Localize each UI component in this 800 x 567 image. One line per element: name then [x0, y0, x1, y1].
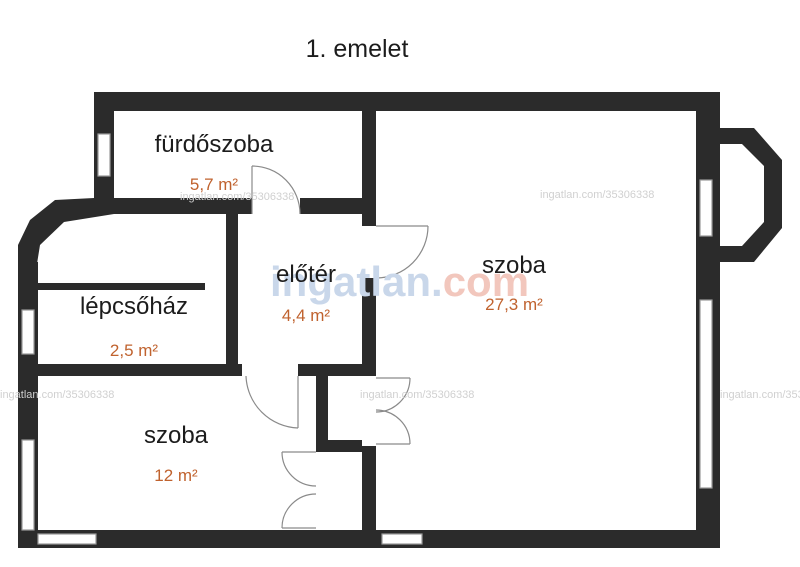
windows [21, 133, 713, 545]
small-room-name: szoba [144, 422, 209, 449]
watermark-url: ingatlan.com/35306338 [0, 389, 114, 401]
doors [242, 165, 429, 529]
bathroom-name: fürdőszoba [155, 131, 274, 158]
hall-to-room-door [362, 225, 429, 279]
small-room-bottom-window [37, 533, 97, 545]
watermark-url: ingatlan.com/35306338 [180, 191, 294, 203]
watermark: ingatlan.com ingatlan.com/35306338 ingat… [0, 189, 800, 401]
large-room-name: szoba [482, 252, 547, 279]
stairwell-area: 2,5 m² [110, 341, 159, 360]
watermark-url: ingatlan.com/35306338 [360, 389, 474, 401]
bathroom-area: 5,7 m² [190, 175, 239, 194]
bathroom-door [251, 165, 301, 215]
hall-area: 4,4 m² [282, 306, 331, 325]
hall-name: előtér [276, 261, 336, 288]
closet-door [362, 376, 411, 446]
watermark-brand-main: ingatlan [270, 258, 431, 305]
watermark-url: ingatlan.com/35306338 [540, 189, 654, 201]
small-room-door [242, 364, 299, 429]
walls [18, 92, 782, 548]
room-labels: fürdőszoba 5,7 m² előtér 4,4 m² szoba 27… [80, 131, 547, 485]
watermark-url: ingatlan.com/35306338 [720, 389, 800, 401]
floor-label: 1. emelet [306, 35, 409, 63]
large-room-area: 27,3 m² [485, 295, 543, 314]
stairwell-window [21, 309, 35, 355]
entrance-door [281, 451, 328, 529]
large-room-window [699, 299, 713, 489]
stairwell-name: lépcsőház [80, 293, 188, 320]
watermark-brand-dot: . [431, 258, 443, 305]
watermark-brand-tld: com [443, 258, 529, 305]
svg-text:ingatlan.com: ingatlan.com [270, 258, 529, 305]
small-room-area: 12 m² [154, 466, 198, 485]
large-room-bottom-window [381, 533, 423, 545]
bathroom-window [97, 133, 111, 177]
bay-window [699, 179, 713, 237]
small-room-side-window [21, 439, 35, 531]
